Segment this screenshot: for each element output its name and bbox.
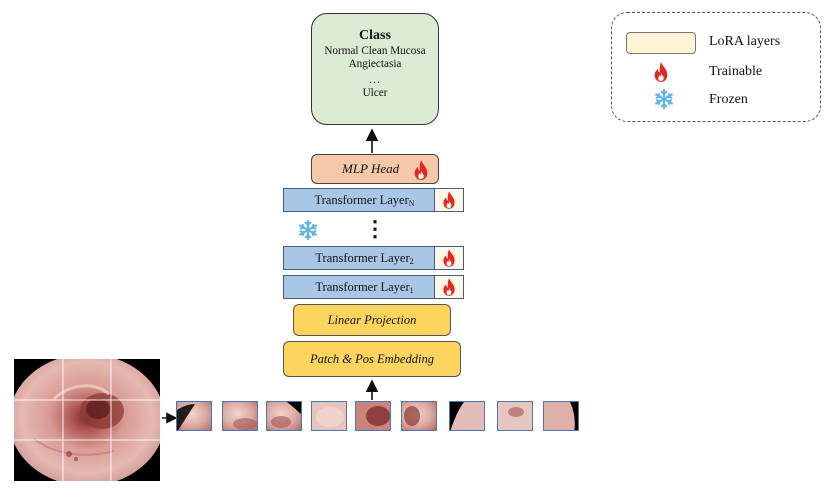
transformer-layer-n-label: Transformer LayerN — [314, 192, 415, 208]
image-patch — [497, 401, 533, 431]
image-patch — [311, 401, 347, 431]
lora-swatch — [626, 32, 696, 54]
class-item-normal: Normal Clean Mucosa — [324, 45, 426, 58]
endoscopy-input-image — [14, 359, 160, 481]
lora-layer-2 — [434, 246, 464, 270]
flame-icon — [441, 190, 457, 210]
class-item-ellipsis: … — [368, 71, 382, 86]
snowflake-icon — [653, 88, 675, 110]
mlp-head-block: MLP Head — [311, 154, 439, 184]
linear-projection-block: Linear Projection — [293, 304, 451, 336]
flame-icon — [441, 248, 457, 268]
flame-icon — [652, 61, 670, 83]
class-item-ulcer: Ulcer — [362, 86, 388, 99]
image-patch — [222, 401, 258, 431]
lora-layer-1 — [434, 275, 464, 299]
flame-icon — [441, 277, 457, 297]
patch-embedding-block: Patch & Pos Embedding — [283, 341, 461, 377]
flame-icon — [412, 159, 430, 181]
image-patch — [401, 401, 437, 431]
image-patch — [543, 401, 579, 431]
transformer-layer-n: Transformer LayerN — [283, 188, 446, 212]
transformer-layer-1-label: Transformer Layer1 — [315, 279, 414, 295]
class-output-box: Class Normal Clean Mucosa Angiectasia … … — [311, 13, 439, 125]
legend-lora-label: LoRA layers — [709, 34, 781, 49]
class-title: Class — [359, 28, 391, 43]
transformer-layer-2: Transformer Layer2 — [283, 246, 446, 270]
mlp-head-label: MLP Head — [342, 161, 400, 176]
snowflake-icon — [297, 219, 319, 241]
legend-row-frozen: Frozen — [612, 87, 820, 113]
legend-row-lora: LoRA layers — [612, 29, 820, 55]
layers-ellipsis: ⋮ — [364, 216, 386, 241]
patch-embedding-label: Patch & Pos Embedding — [310, 351, 434, 366]
legend-frozen-label: Frozen — [709, 92, 748, 107]
image-patch — [355, 401, 391, 431]
image-patch — [176, 401, 212, 431]
legend: LoRA layers Trainable Frozen — [611, 12, 821, 122]
image-patch — [449, 401, 485, 431]
transformer-layer-1: Transformer Layer1 — [283, 275, 446, 299]
legend-row-trainable: Trainable — [612, 59, 820, 85]
linear-projection-label: Linear Projection — [327, 312, 417, 327]
image-patch — [266, 401, 302, 431]
transformer-layer-2-label: Transformer Layer2 — [315, 250, 414, 266]
lora-layer-n — [434, 188, 464, 212]
legend-trainable-label: Trainable — [709, 64, 763, 79]
class-item-angiectasia: Angiectasia — [348, 57, 402, 70]
